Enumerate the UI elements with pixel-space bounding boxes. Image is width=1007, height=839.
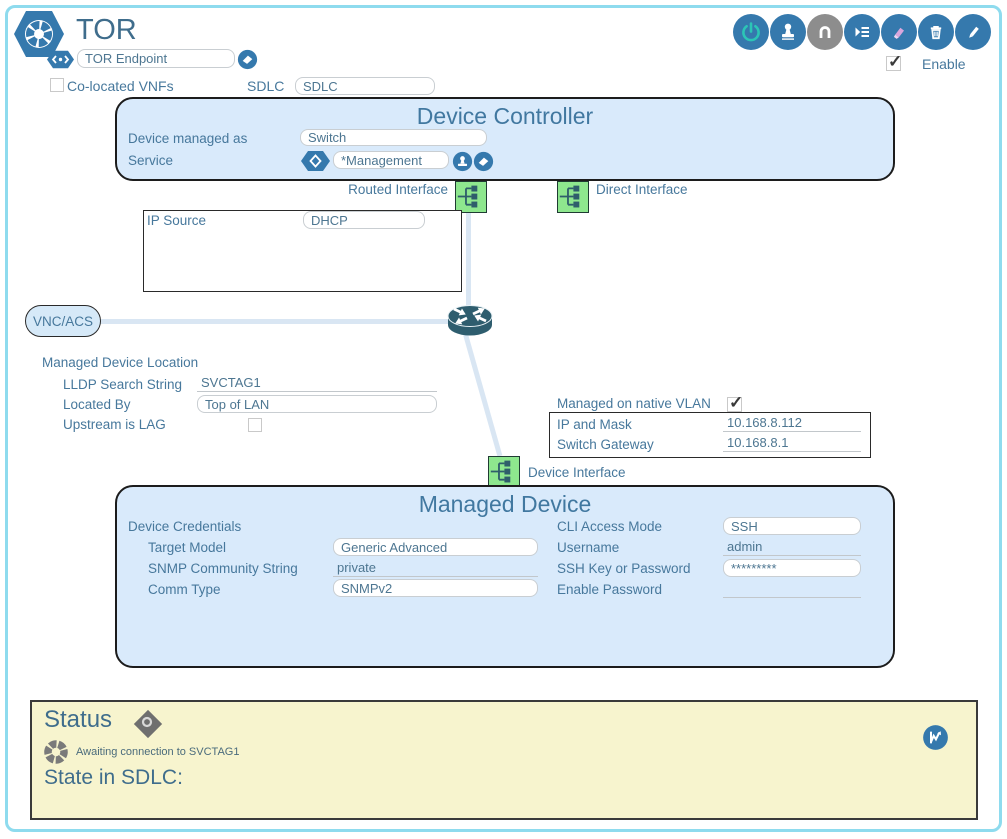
vnc-acs-wire bbox=[99, 319, 450, 324]
device-interface-node[interactable] bbox=[488, 456, 520, 488]
device-interface-label: Device Interface bbox=[528, 465, 626, 480]
clear-endpoint-icon[interactable] bbox=[237, 49, 258, 70]
enable-label: Enable bbox=[922, 56, 966, 72]
interface-tree-icon bbox=[457, 185, 478, 208]
status-diamond-icon bbox=[133, 709, 163, 739]
enable-password-input[interactable] bbox=[723, 580, 861, 598]
chart-button[interactable] bbox=[922, 724, 949, 751]
pencil-icon bbox=[969, 26, 979, 38]
service-stamp-icon[interactable] bbox=[452, 151, 473, 172]
magnet-button[interactable] bbox=[807, 14, 843, 50]
comm-type-input[interactable] bbox=[333, 579, 538, 597]
lldp-search-label: LLDP Search String bbox=[63, 377, 183, 392]
power-icon bbox=[742, 22, 760, 42]
trash-icon bbox=[930, 25, 942, 40]
router-icon[interactable] bbox=[446, 302, 494, 340]
service-input[interactable] bbox=[333, 151, 449, 169]
page-title: TOR bbox=[76, 14, 137, 46]
upstream-lag-label: Upstream is LAG bbox=[63, 417, 166, 432]
stamp-icon bbox=[782, 23, 794, 40]
native-vlan-checkbox[interactable] bbox=[727, 393, 743, 413]
device-managed-as-input[interactable] bbox=[300, 129, 487, 146]
routed-interface-node[interactable] bbox=[455, 181, 487, 213]
switch-gateway-label: Switch Gateway bbox=[557, 437, 654, 452]
switch-gateway-input[interactable] bbox=[723, 434, 861, 452]
colocated-vnfs-label: Co-located VNFs bbox=[67, 78, 174, 94]
interface-tree-icon bbox=[490, 460, 511, 483]
highlighter-icon bbox=[893, 27, 904, 39]
ip-mask-label: IP and Mask bbox=[557, 417, 632, 432]
service-hexagon-icon bbox=[301, 151, 330, 171]
list-icon bbox=[855, 27, 869, 37]
stamp-button[interactable] bbox=[770, 14, 806, 50]
device-interface-wire bbox=[463, 334, 503, 457]
highlighter-button[interactable] bbox=[881, 14, 917, 50]
native-vlan-label: Managed on native VLAN bbox=[557, 396, 711, 411]
upstream-lag-checkbox[interactable] bbox=[248, 418, 262, 432]
list-button[interactable] bbox=[844, 14, 880, 50]
power-button[interactable] bbox=[733, 14, 769, 50]
endpoint-hexagon-icon bbox=[47, 50, 74, 69]
delete-button[interactable] bbox=[918, 14, 954, 50]
service-clear-icon[interactable] bbox=[473, 151, 494, 172]
edit-button[interactable] bbox=[955, 14, 991, 50]
located-by-input[interactable] bbox=[197, 395, 437, 413]
device-controller-title: Device Controller bbox=[416, 103, 594, 129]
status-title: Status bbox=[44, 706, 113, 733]
cli-access-mode-input[interactable] bbox=[723, 517, 861, 535]
ssh-key-password-input[interactable] bbox=[723, 559, 861, 577]
enable-password-label: Enable Password bbox=[557, 582, 663, 597]
managed-device-title: Managed Device bbox=[418, 491, 592, 517]
vnc-acs-node[interactable]: VNC/ACS bbox=[25, 305, 101, 337]
cli-access-mode-label: CLI Access Mode bbox=[557, 519, 663, 534]
lldp-search-input[interactable] bbox=[197, 374, 437, 392]
located-by-label: Located By bbox=[63, 397, 131, 412]
state-in-sdlc-label: State in SDLC: bbox=[44, 766, 183, 789]
sdlc-input[interactable] bbox=[295, 77, 435, 95]
status-shutter-icon bbox=[44, 740, 68, 764]
status-message: Awaiting connection to SVCTAG1 bbox=[76, 746, 240, 758]
device-controller-panel: Device Controller bbox=[115, 97, 895, 181]
username-label: Username bbox=[557, 540, 620, 555]
ip-source-label: IP Source bbox=[147, 213, 207, 228]
ssh-key-password-label: SSH Key or Password bbox=[557, 561, 691, 576]
device-credentials-label: Device Credentials bbox=[128, 519, 242, 534]
endpoint-name-input[interactable] bbox=[77, 49, 235, 68]
magnet-arch-icon bbox=[819, 26, 831, 38]
service-label: Service bbox=[128, 153, 174, 168]
routed-interface-label: Routed Interface bbox=[348, 182, 448, 197]
enable-checkbox[interactable] bbox=[886, 52, 902, 72]
tor-logo-icon bbox=[14, 11, 64, 57]
toolbar bbox=[733, 14, 991, 50]
colocated-vnfs-checkbox[interactable] bbox=[50, 78, 64, 92]
snmp-community-input[interactable] bbox=[333, 559, 538, 577]
device-managed-as-label: Device managed as bbox=[128, 131, 248, 146]
status-panel: Status Awaiting connection to SVCTAG1 St… bbox=[30, 700, 978, 820]
sdlc-label: SDLC bbox=[247, 78, 285, 94]
snmp-community-label: SNMP Community String bbox=[148, 561, 298, 576]
username-input[interactable] bbox=[723, 538, 861, 556]
direct-interface-label: Direct Interface bbox=[596, 182, 688, 197]
interface-tree-icon bbox=[559, 185, 580, 208]
target-model-input[interactable] bbox=[333, 538, 538, 556]
ip-source-input[interactable] bbox=[303, 211, 425, 229]
comm-type-label: Comm Type bbox=[148, 582, 221, 597]
ip-mask-input[interactable] bbox=[723, 414, 861, 432]
target-model-label: Target Model bbox=[148, 540, 227, 555]
direct-interface-node[interactable] bbox=[557, 181, 589, 213]
routed-interface-wire bbox=[466, 213, 471, 309]
managed-device-location-title: Managed Device Location bbox=[42, 355, 199, 370]
vnc-acs-label: VNC/ACS bbox=[32, 313, 93, 329]
